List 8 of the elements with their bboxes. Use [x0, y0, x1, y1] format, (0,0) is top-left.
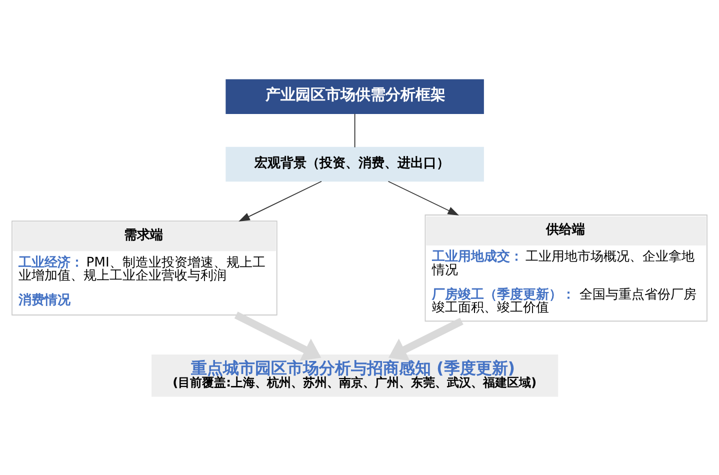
- arrow: [388, 180, 460, 215]
- node-box: 宏观背景（投资、消费、进出口）: [226, 146, 484, 182]
- arrow: [234, 311, 322, 360]
- arrow: [388, 317, 464, 360]
- node-box: 产业园区市场供需分析框架: [226, 78, 484, 114]
- node-box: 重点城市园区市场分析与招商感知 (季度更新) (目前覆盖:上海、杭州、苏州、南京、广州、东莞、武汉、福建区域): [151, 354, 558, 396]
- arrow: [238, 180, 322, 222]
- connector: [354, 112, 356, 148]
